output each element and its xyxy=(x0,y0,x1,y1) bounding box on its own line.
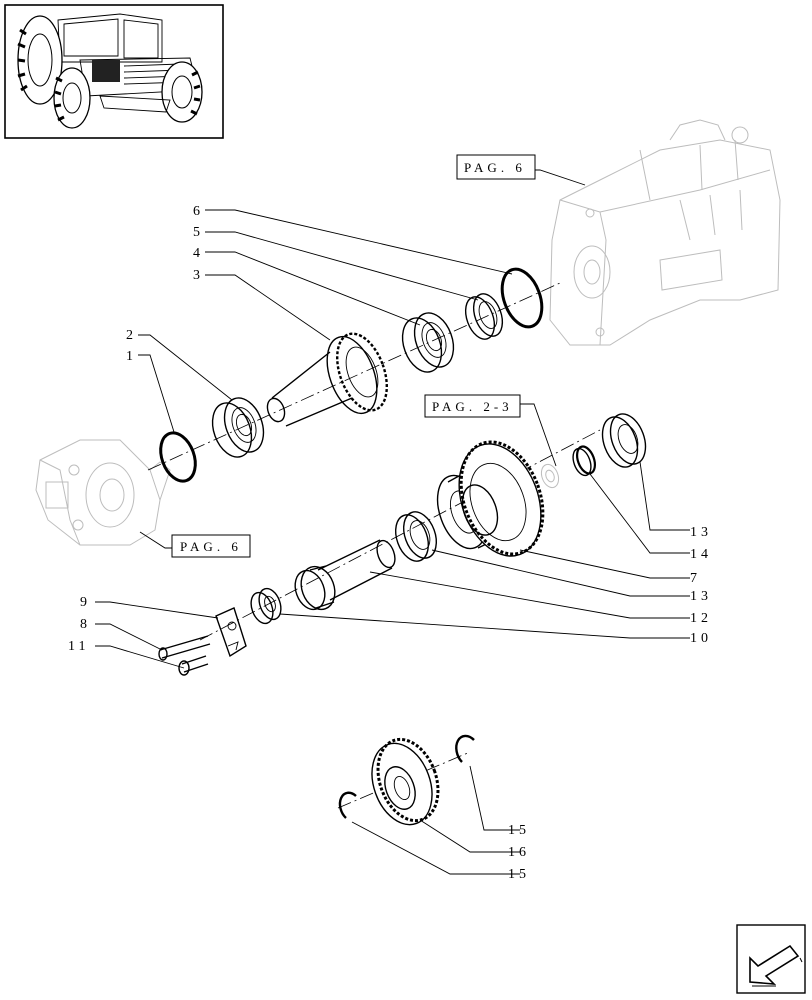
callout-5: 5 xyxy=(193,225,204,240)
callout-13-upper: 13 xyxy=(690,525,712,540)
part-6-o-ring[interactable] xyxy=(495,264,549,333)
callout-14: 14 xyxy=(690,547,712,562)
ref-gear-page-label: PAG. 2-3 xyxy=(432,399,513,414)
callout-1: 1 xyxy=(126,349,137,364)
part-16-gear[interactable] xyxy=(361,731,448,833)
part-13-bearing-upper[interactable] xyxy=(596,409,652,472)
callout-16: 16 xyxy=(508,845,530,860)
pump-body-ghost xyxy=(35,439,171,546)
callout-6: 6 xyxy=(193,204,204,219)
part-2-ball-bearing[interactable] xyxy=(206,393,271,463)
callout-2: 2 xyxy=(126,328,137,343)
ref-engine-page-label: PAG. 6 xyxy=(464,160,526,175)
callout-4: 4 xyxy=(193,246,204,261)
part-10-shaft[interactable] xyxy=(290,538,398,614)
part-11-bolt[interactable] xyxy=(178,655,209,676)
tractor-thumbnail-icon[interactable] xyxy=(4,4,224,139)
callout-10: 10 xyxy=(690,631,712,646)
lock-washer-ghost xyxy=(540,463,560,489)
callout-15-left: 15 xyxy=(508,867,530,882)
leader-lines xyxy=(95,169,690,875)
ref-gear-page[interactable]: PAG. 2-3 xyxy=(424,394,521,418)
callout-13-lower: 13 xyxy=(690,589,712,604)
callout-12: 12 xyxy=(690,611,712,626)
part-9-retaining-plate[interactable] xyxy=(215,607,247,658)
next-page-arrow-icon[interactable] xyxy=(736,924,806,994)
callout-7: 7 xyxy=(690,571,701,586)
part-15-snap-ring-right[interactable] xyxy=(455,734,475,763)
callout-15-right: 15 xyxy=(508,823,530,838)
callout-3: 3 xyxy=(193,268,204,283)
part-14-spacer-ring[interactable] xyxy=(570,444,599,478)
part-12-ball-bearing[interactable] xyxy=(390,507,443,565)
part-8-bolt[interactable] xyxy=(158,635,211,661)
ref-pump-page[interactable]: PAG. 6 xyxy=(171,534,251,558)
callout-labels: 6 5 4 3 2 1 13 14 7 13 12 10 9 8 11 15 1… xyxy=(68,204,712,882)
callout-8: 8 xyxy=(80,617,91,632)
engine-housing-ghost xyxy=(549,119,781,346)
callout-11: 11 xyxy=(68,639,89,654)
part-13-bushing-lower[interactable] xyxy=(247,586,285,627)
ref-engine-page[interactable]: PAG. 6 xyxy=(456,154,536,180)
part-3-drive-gear-shaft[interactable] xyxy=(264,327,396,427)
part-1-o-ring[interactable] xyxy=(154,428,201,486)
ref-pump-page-label: PAG. 6 xyxy=(180,539,242,554)
part-4-ball-bearing[interactable] xyxy=(396,308,461,378)
callout-9: 9 xyxy=(80,595,91,610)
part-15-snap-ring-left[interactable] xyxy=(338,791,357,819)
part-7-large-gear[interactable] xyxy=(428,431,557,568)
part-5-spacer[interactable] xyxy=(460,290,507,343)
